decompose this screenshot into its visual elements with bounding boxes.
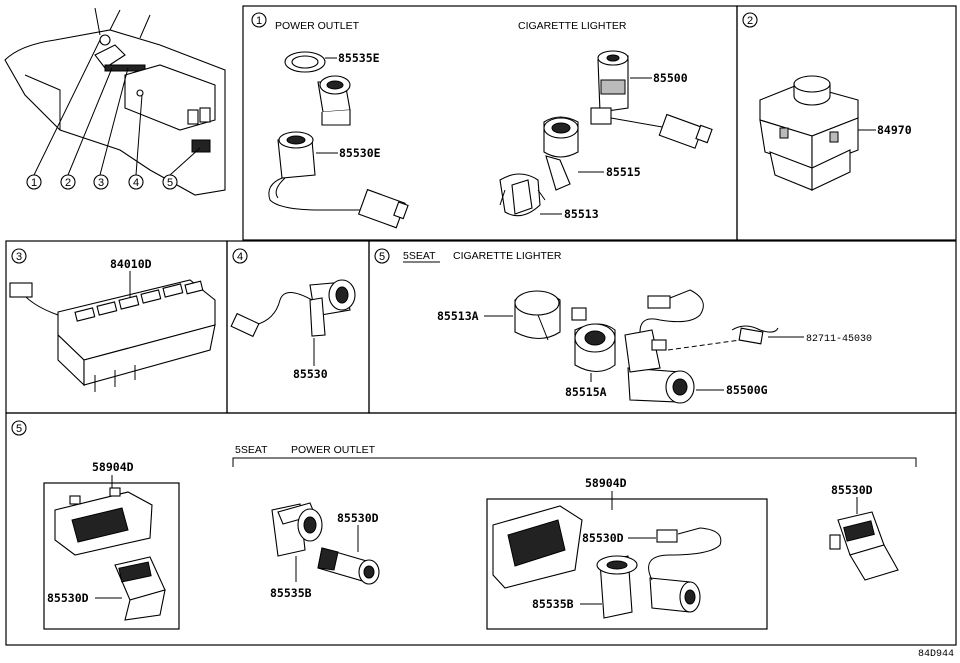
callout-1: 1 xyxy=(26,174,42,190)
panel-5a-index: 5 xyxy=(379,251,385,263)
part-cap-85535B-right xyxy=(596,555,638,619)
part-number-85535B-mid: 85535B xyxy=(270,586,312,600)
part-socket-85530 xyxy=(230,279,356,338)
part-number-85530: 85530 xyxy=(293,367,328,381)
panel-1-label-cigarette-lighter: CIGARETTE LIGHTER xyxy=(518,20,627,32)
part-number-85530D-far: 85530D xyxy=(831,483,873,497)
part-number-85513A: 85513A xyxy=(437,309,479,323)
part-bezel-58904D-left xyxy=(54,487,153,556)
part-socket-85530D-right xyxy=(648,527,722,613)
diagram-ref-code: 84D944 xyxy=(918,649,954,660)
panel-1-label-power-outlet: POWER OUTLET xyxy=(275,20,360,32)
panel-5b-label-name: POWER OUTLET xyxy=(291,444,376,456)
part-socket-85530D-far xyxy=(829,511,899,581)
panel-2-index: 2 xyxy=(747,15,753,27)
panel-3: 3 84010D xyxy=(5,240,228,414)
part-socket-85530D-left xyxy=(114,556,166,621)
part-number-85500: 85500 xyxy=(653,71,688,85)
svg-text:2: 2 xyxy=(65,177,71,189)
callout-3: 3 xyxy=(93,174,109,190)
callout-4: 4 xyxy=(128,174,144,190)
svg-text:1: 1 xyxy=(31,177,37,189)
panel-1-index: 1 xyxy=(256,15,262,27)
part-number-58904D-left: 58904D xyxy=(92,460,134,474)
panel-5b-index: 5 xyxy=(16,423,22,435)
panel-5b: 5 5SEAT POWER OUTLET 58904D 85530D 8 xyxy=(5,412,957,646)
part-connector-82711-45030 xyxy=(731,325,779,345)
svg-text:5: 5 xyxy=(167,177,173,189)
part-number-85515: 85515 xyxy=(606,165,641,179)
part-number-84010D: 84010D xyxy=(110,257,152,271)
part-number-84970: 84970 xyxy=(877,123,912,137)
panel-5a-label-seat: 5SEAT xyxy=(403,250,436,262)
part-socket-85530E xyxy=(268,131,409,229)
panel-1: 1 POWER OUTLET CIGARETTE LIGHTER 85535E … xyxy=(242,5,738,241)
panel-4: 4 85530 xyxy=(226,240,370,414)
panel-1-index-circle xyxy=(251,12,267,28)
part-number-85513: 85513 xyxy=(564,207,599,221)
part-switch-84970 xyxy=(759,75,859,191)
panel-4-index: 4 xyxy=(237,251,243,263)
part-number-82711-45030: 82711-45030 xyxy=(806,334,872,345)
overview-leaders xyxy=(33,39,201,176)
callout-2: 2 xyxy=(60,174,76,190)
part-number-85530E: 85530E xyxy=(339,146,381,160)
part-cap-85535E xyxy=(284,51,351,126)
part-lighter-85500G xyxy=(624,289,741,404)
console-overview xyxy=(4,7,226,196)
part-bezel-58904D-right xyxy=(492,505,583,589)
panel-5a: 5 5SEAT CIGARETTE LIGHTER 85513A 85515A xyxy=(368,240,957,414)
sub-box-right xyxy=(486,498,768,630)
svg-text:4: 4 xyxy=(133,177,139,189)
part-number-85530D-left: 85530D xyxy=(47,591,89,605)
part-socket-85530D-mid xyxy=(317,547,380,585)
part-number-58904D-right: 58904D xyxy=(585,476,627,490)
part-retainer-85513A xyxy=(514,290,561,341)
part-number-85500G: 85500G xyxy=(726,383,768,397)
part-number-85515A: 85515A xyxy=(565,385,607,399)
part-ring-85515 xyxy=(543,116,579,191)
panel-3-index: 3 xyxy=(16,251,22,263)
part-number-85535B-right: 85535B xyxy=(532,597,574,611)
svg-text:3: 3 xyxy=(98,177,104,189)
part-number-85530D-mid: 85530D xyxy=(337,511,379,525)
part-retainer-85513 xyxy=(499,173,546,217)
panel-5b-label-seat: 5SEAT xyxy=(235,444,268,456)
panel-2: 2 84970 xyxy=(736,5,957,241)
part-number-85535E: 85535E xyxy=(338,51,380,65)
callout-5: 5 xyxy=(162,174,178,190)
overview-callouts: 1 2 3 4 5 xyxy=(26,174,178,190)
part-lighter-85500 xyxy=(590,50,713,149)
part-switch-panel-84010D xyxy=(9,279,216,392)
part-ring-85515A xyxy=(571,307,616,373)
part-number-85530D-right: 85530D xyxy=(582,531,624,545)
panel-5a-label-name: CIGARETTE LIGHTER xyxy=(453,250,562,262)
part-cap-85535B-mid xyxy=(271,502,323,557)
panel-5b-bracket xyxy=(232,457,917,467)
